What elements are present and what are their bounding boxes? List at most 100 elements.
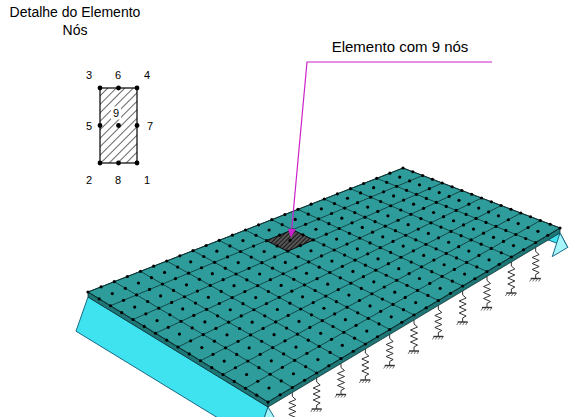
mesh-node-dot (549, 223, 552, 226)
ground-hatch (481, 308, 483, 311)
mesh-node-dot (154, 332, 157, 335)
mesh-node-dot (280, 284, 283, 287)
mesh-node-dot (268, 373, 271, 376)
mesh-node-dot (411, 170, 414, 173)
mesh-node-dot (293, 359, 296, 362)
mesh-node-dot (318, 266, 321, 269)
mesh-node-dot (492, 236, 495, 239)
mesh-node-dot (224, 267, 227, 270)
mesh-node-dot (354, 324, 357, 327)
mesh-node-dot (236, 340, 239, 343)
spring-symbol (411, 320, 418, 351)
mesh-node-dot (399, 256, 402, 259)
mesh-node-dot (418, 183, 421, 186)
mesh-node-dot (330, 212, 333, 215)
highlighted-element (267, 230, 314, 251)
mesh-node-dot (539, 219, 542, 222)
mesh-node-dot (342, 331, 345, 334)
mesh-node-dot (304, 365, 307, 368)
mesh-node-dot (502, 240, 505, 243)
mesh-node-dot (379, 246, 382, 249)
mesh-line (88, 292, 268, 402)
mesh-node-dot (462, 223, 465, 226)
mesh-node-dot (343, 253, 346, 256)
mesh-node-dot (296, 333, 299, 336)
mesh-node-dot (299, 244, 302, 247)
mesh-node-dot (229, 308, 232, 311)
mesh-node-dot (352, 350, 355, 353)
ground-hatch (438, 337, 440, 340)
mesh-node-dot (400, 321, 403, 324)
mesh-node-dot (327, 364, 330, 367)
mesh-node-dot (500, 251, 503, 254)
mesh-node-dot (507, 218, 510, 221)
mesh-node-dot (262, 327, 265, 330)
spring-symbol (459, 291, 466, 322)
ground-hatch (384, 366, 386, 369)
mesh-node-dot (366, 252, 369, 255)
mesh-node-dot (474, 217, 477, 220)
mesh-node-dot (392, 194, 395, 197)
mesh-node-dot (410, 260, 413, 263)
mesh-node-dot (438, 191, 441, 194)
ground-hatch (320, 409, 322, 412)
mesh-node-dot (409, 213, 412, 216)
mesh-node-dot (463, 272, 466, 275)
mesh-line (111, 176, 423, 306)
mesh-node-dot (457, 199, 460, 202)
node-number: 9 (111, 107, 121, 120)
mesh-node-dot (435, 201, 438, 204)
mesh-line (223, 213, 521, 375)
mesh-node-dot (176, 265, 179, 268)
mesh-node-dot (307, 213, 310, 216)
mesh-node-dot (218, 239, 221, 242)
mesh-node-dot (472, 227, 475, 230)
mesh-node-dot (297, 255, 300, 258)
mesh-node-dot (465, 213, 468, 216)
mesh-node-dot (215, 250, 218, 253)
mesh-node-dot (307, 339, 310, 342)
mesh-line (133, 183, 442, 320)
spring-base (385, 365, 395, 366)
ground-hatch (463, 322, 465, 325)
mesh-node-dot (241, 239, 244, 242)
mesh-node-dot (490, 247, 493, 250)
mesh-line (141, 271, 317, 373)
mesh-node-dot (344, 318, 347, 321)
mesh-node-dot (350, 221, 353, 224)
mesh-node-dot (484, 221, 487, 224)
mesh-node-dot (461, 284, 464, 287)
mesh-node-dot (263, 314, 266, 317)
mesh-node-dot (266, 400, 269, 403)
node-number: 7 (147, 121, 153, 132)
mesh-node-dot (263, 250, 266, 253)
mesh-node-dot (425, 306, 428, 309)
callout-label: Elemento com 9 nós (332, 39, 469, 54)
mesh-node-dot (412, 249, 415, 252)
mesh-node-dot (336, 192, 339, 195)
mesh-node-dot (294, 218, 297, 221)
mesh-node-dot (150, 276, 153, 279)
mesh-node-dot (273, 255, 276, 258)
mesh-node-dot (248, 346, 251, 349)
element-node-dot (98, 123, 103, 128)
spring-symbol (338, 364, 345, 395)
ground-hatch (359, 380, 361, 383)
mesh-node-dot (272, 333, 275, 336)
mesh-node-dot (233, 380, 236, 383)
mesh-node-dot (269, 278, 272, 281)
element-node-dot (116, 123, 121, 128)
mesh-node-dot (316, 277, 319, 280)
mesh-node-dot (227, 321, 230, 324)
mesh-node-dot (259, 353, 262, 356)
spring-base (458, 321, 468, 322)
mesh-node-dot (250, 255, 253, 258)
mesh-node-dot (558, 226, 561, 229)
mesh-node-dot (228, 244, 231, 247)
mesh-node-dot (260, 340, 263, 343)
mesh-node-dot (237, 261, 240, 264)
spring-base (433, 336, 443, 337)
mesh-node-dot (326, 283, 329, 286)
mesh-node-dot (252, 244, 255, 247)
mesh-node-dot (207, 296, 210, 299)
